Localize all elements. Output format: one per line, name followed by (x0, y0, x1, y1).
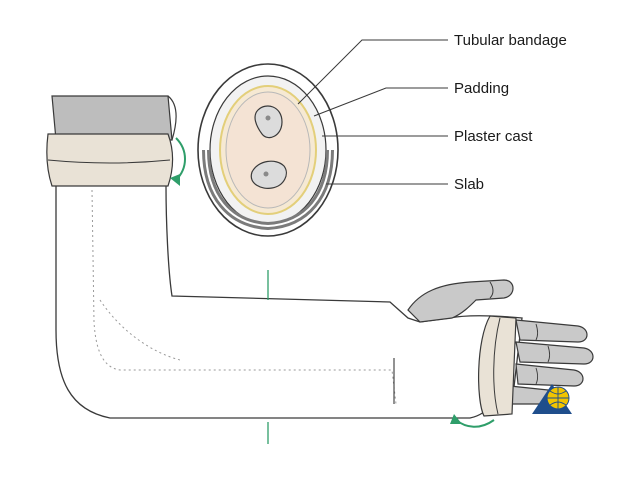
cross-section-bone-radius (254, 105, 283, 139)
elbow-crease (99, 299, 181, 361)
label-slab: Slab (454, 176, 484, 193)
tubular-bandage-cuff-wrist (478, 315, 517, 417)
leader-tubular-bandage (297, 39, 448, 105)
tubular-bandage-cuff-upper (46, 133, 174, 187)
cross-section-tubular-bandage (225, 91, 311, 209)
label-plaster-cast: Plaster cast (454, 128, 533, 145)
arm-cast-inner-line (91, 189, 397, 405)
leader-lines (297, 39, 448, 185)
cross-section-bone-ulna (250, 160, 287, 189)
label-padding: Padding (454, 80, 509, 97)
cross-section (197, 63, 339, 237)
rotation-arrow-wrist-icon (450, 414, 495, 428)
thumb (407, 279, 514, 323)
arm-cast-outline (55, 165, 523, 419)
leader-padding (313, 87, 448, 117)
arm-cast (55, 165, 523, 419)
rotation-arrow-upper-icon (170, 137, 186, 186)
label-tubular-bandage: Tubular bandage (454, 32, 567, 49)
publisher-logo-icon (532, 384, 572, 414)
upper-arm-sleeve-fold (167, 95, 177, 141)
upper-arm (51, 95, 177, 141)
